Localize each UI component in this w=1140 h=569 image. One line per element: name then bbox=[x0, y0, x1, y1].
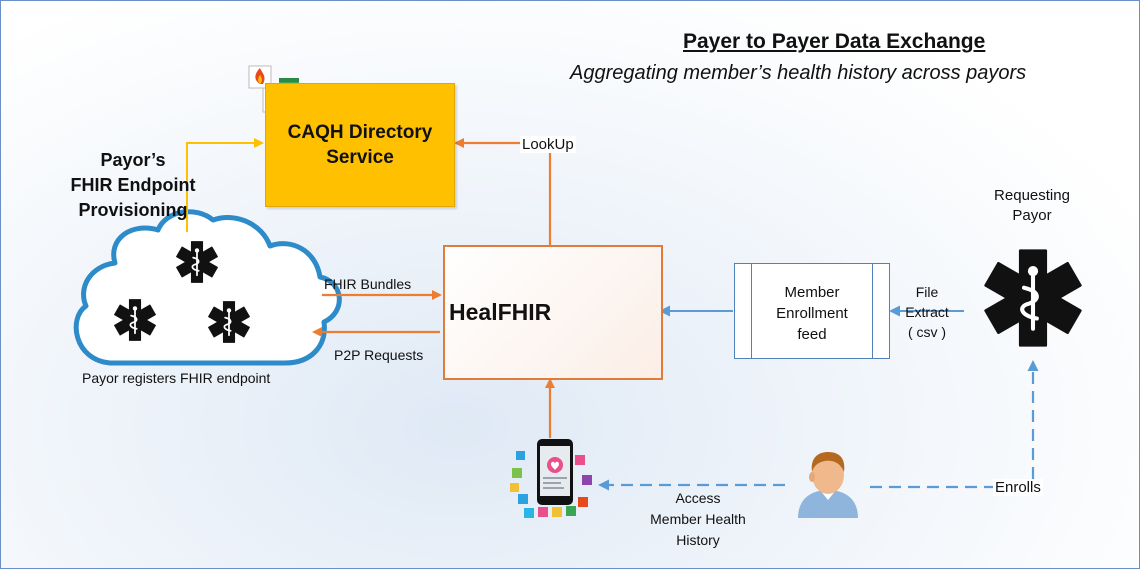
requesting-payor-label: Requesting Payor bbox=[994, 187, 1070, 224]
edge-label-fhir-bundles: FHIR Bundles bbox=[324, 276, 412, 292]
payor-provisioning-label: Payor’s FHIR Endpoint Provisioning bbox=[70, 150, 196, 220]
healfhir-label: HealFHIR bbox=[449, 299, 552, 325]
feed-left-bar bbox=[735, 264, 752, 358]
member-enrollment-feed-node: Member Enrollment feed bbox=[734, 263, 890, 359]
edge-label-file-extract: File Extract ( csv ) bbox=[905, 284, 949, 340]
cloud-caption: Payor registers FHIR endpoint bbox=[82, 370, 271, 386]
edge-label-p2p-requests: P2P Requests bbox=[334, 347, 424, 363]
edge-label-access-history: Access Member Health History bbox=[650, 490, 746, 548]
edge-provisioning bbox=[186, 138, 264, 232]
caqh-directory-service-label: CAQH Directory Service bbox=[287, 122, 433, 168]
feed-right-bar bbox=[872, 264, 889, 358]
requesting-payor-star-icon bbox=[984, 249, 1082, 346]
caqh-directory-service-node: CAQH Directory Service bbox=[265, 83, 455, 207]
edge-label-lookup: LookUp bbox=[520, 136, 576, 153]
healfhir-node: HealFHIR bbox=[443, 245, 663, 380]
edge-lookup bbox=[454, 138, 552, 245]
payor-cloud-shape bbox=[73, 209, 342, 366]
member-enrollment-feed-label: Member Enrollment feed bbox=[776, 284, 848, 343]
diagram-title: Payer to Payer Data Exchange bbox=[683, 30, 986, 53]
phone-apps-icon bbox=[510, 439, 592, 518]
diagram-subtitle: Aggregating member’s health history acro… bbox=[570, 62, 1027, 84]
edge-enrolls bbox=[870, 360, 1039, 489]
member-person-icon bbox=[798, 452, 858, 518]
edge-label-enrolls: Enrolls bbox=[993, 479, 1043, 496]
